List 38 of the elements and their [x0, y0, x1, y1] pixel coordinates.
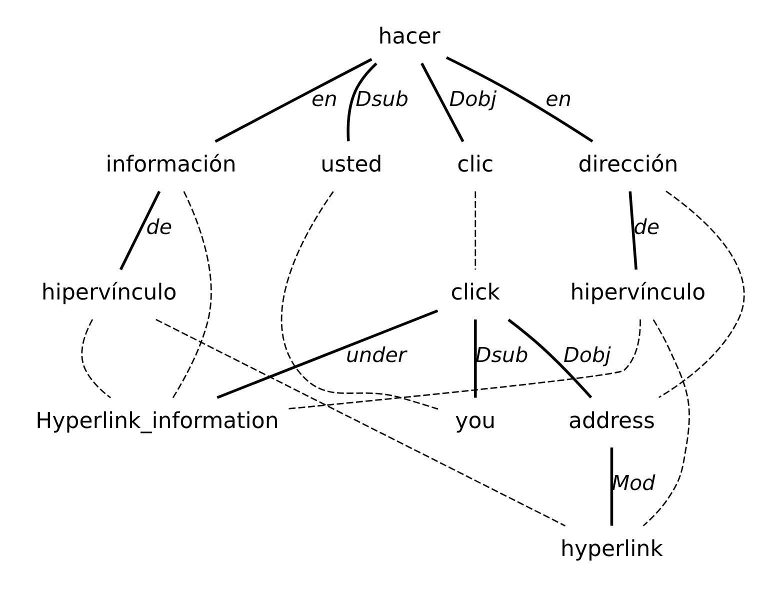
connector	[628, 191, 637, 270]
edge-label: en	[545, 86, 571, 111]
node-text: información	[105, 152, 236, 178]
connector	[507, 318, 592, 398]
node-text: click	[450, 280, 500, 306]
connector	[474, 191, 476, 270]
node-text: hipervínculo	[40, 280, 176, 306]
connector	[216, 309, 438, 399]
connector	[610, 448, 613, 526]
connector	[155, 318, 566, 526]
edge-label: de	[633, 214, 660, 239]
edge-label: Dobj	[563, 342, 610, 367]
connector	[280, 191, 438, 410]
connector	[346, 62, 377, 142]
node-text: hacer	[378, 24, 440, 50]
node-text: Hyperlink_information	[35, 408, 278, 434]
connector	[80, 319, 110, 398]
edge-label: Mod	[611, 471, 655, 496]
connector	[420, 62, 464, 142]
connector	[118, 190, 160, 270]
edge-label: under	[345, 342, 406, 367]
connector	[642, 319, 690, 526]
node-text: address	[568, 408, 654, 434]
node-text: usted	[320, 152, 382, 178]
edge-label: en	[311, 86, 337, 111]
connector	[172, 191, 212, 398]
node-text: hipervínculo	[570, 280, 706, 306]
node-text: dirección	[578, 152, 678, 178]
edge-label: Dobj	[448, 86, 496, 111]
node-text: you	[454, 408, 496, 434]
connector	[214, 58, 372, 143]
edge-label: Dsub	[355, 86, 408, 111]
node-text: clic	[456, 152, 494, 178]
connector	[445, 56, 593, 143]
connector	[474, 319, 476, 398]
node-text: hyperlink	[560, 536, 662, 562]
connector	[658, 190, 744, 398]
edge-label: de	[146, 214, 172, 239]
